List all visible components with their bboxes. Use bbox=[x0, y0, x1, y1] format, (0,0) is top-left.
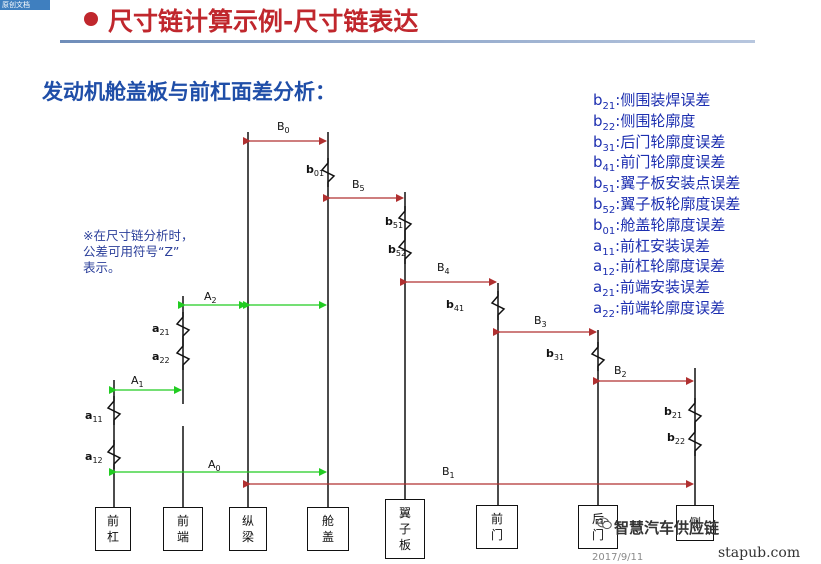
part-box-front-end: 前端 bbox=[163, 507, 203, 551]
break-b01 bbox=[320, 158, 336, 187]
legend-item: b21:侧围装焊误差 bbox=[593, 91, 711, 112]
slide-date: 2017/9/11 bbox=[592, 552, 644, 563]
label-B0: B0 bbox=[277, 120, 290, 136]
note-line-2: 公差可用符号“Z” bbox=[83, 244, 180, 259]
label-b31: b31 bbox=[546, 347, 565, 363]
legend-item: b52:翼子板轮廓度误差 bbox=[593, 194, 741, 216]
legend-item: a22:前端轮廓度误差 bbox=[593, 298, 725, 320]
wechat-icon bbox=[597, 517, 612, 530]
label-a12: a12 bbox=[85, 450, 103, 466]
break-b31 bbox=[590, 342, 606, 371]
title-bullet bbox=[84, 12, 98, 26]
corner-tab: 原创文档 bbox=[0, 0, 50, 10]
note-line-3: 表示。 bbox=[83, 260, 121, 275]
break-b21 bbox=[687, 398, 703, 427]
page-title: 尺寸链计算示例-尺寸链表达 bbox=[108, 7, 419, 36]
label-B3: B3 bbox=[534, 314, 547, 330]
label-b41: b41 bbox=[446, 298, 465, 314]
part-box-rail: 纵梁 bbox=[229, 507, 267, 551]
break-a22 bbox=[175, 341, 191, 370]
part-box-front-door: 前门 bbox=[476, 505, 518, 549]
title-divider bbox=[60, 40, 755, 43]
label-B2: B2 bbox=[614, 364, 627, 380]
label-b51: b51 bbox=[385, 215, 404, 231]
label-A2: A2 bbox=[204, 290, 217, 306]
label-b21: b21 bbox=[664, 405, 683, 421]
legend-item: b31:后门轮廓度误差 bbox=[593, 132, 726, 154]
label-a22: a22 bbox=[152, 350, 170, 366]
label-A0: A0 bbox=[208, 458, 221, 474]
legend-item: b41:前门轮廓度误差 bbox=[593, 153, 726, 175]
part-box-side: 侧 bbox=[676, 505, 714, 541]
part-box-front-bumper: 前杠 bbox=[95, 507, 131, 551]
legend-item: b01:舱盖轮廓度误差 bbox=[593, 215, 726, 237]
label-a11: a11 bbox=[85, 409, 103, 425]
part-box-hood: 舱盖 bbox=[307, 507, 349, 551]
label-A1: A1 bbox=[131, 374, 144, 390]
legend-item: a11:前杠安装误差 bbox=[593, 236, 710, 258]
label-B4: B4 bbox=[437, 261, 450, 277]
tolerance-note: ※在尺寸链分析时， 公差可用符号“Z” 表示。 bbox=[83, 228, 193, 276]
break-a12 bbox=[106, 440, 122, 469]
legend-item: b22:侧围轮廓度 bbox=[593, 111, 696, 133]
label-b01: b01 bbox=[306, 163, 325, 179]
legend-item: a12:前杠轮廓度误差 bbox=[593, 257, 725, 279]
subtitle: 发动机舱盖板与前杠面差分析： bbox=[42, 80, 336, 104]
label-B5: B5 bbox=[352, 178, 365, 194]
part-box-rear-door: 后门 bbox=[578, 505, 618, 549]
label-a21: a21 bbox=[152, 322, 170, 338]
label-b22: b22 bbox=[667, 431, 686, 447]
break-b52 bbox=[397, 235, 413, 264]
legend-list: b21:侧围装焊误差 b22:侧围轮廓度 b31:后门轮廓度误差 b41:前门轮… bbox=[593, 90, 741, 320]
site-watermark: stapub.com bbox=[718, 545, 801, 561]
break-b22 bbox=[687, 427, 703, 456]
label-b52: b52 bbox=[388, 243, 407, 259]
break-b51 bbox=[397, 206, 413, 235]
legend-item: b51:翼子板安装点误差 bbox=[593, 174, 741, 196]
break-a11 bbox=[106, 396, 122, 425]
label-B1: B1 bbox=[442, 465, 455, 481]
watermark: 智慧汽车供应链 bbox=[614, 519, 720, 537]
note-line-1: ※在尺寸链分析时， bbox=[83, 228, 194, 243]
break-b41 bbox=[490, 291, 506, 320]
part-box-fender: 翼子板 bbox=[385, 499, 425, 559]
break-a21 bbox=[175, 312, 191, 341]
legend-item: a21:前端安装误差 bbox=[593, 278, 710, 300]
